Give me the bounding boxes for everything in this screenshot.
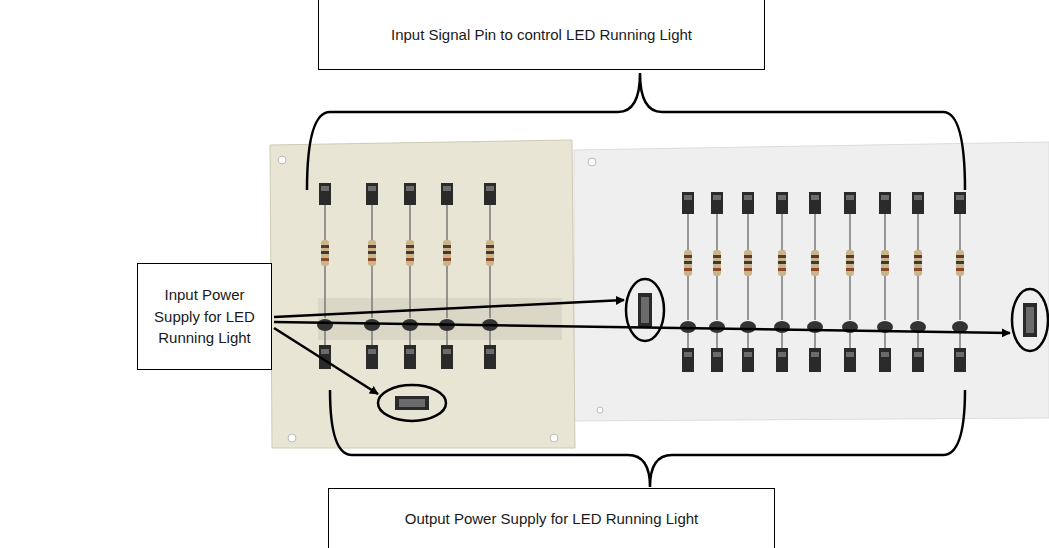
highlight-ellipse [626,279,664,341]
left-pcb-board [270,140,575,448]
power-connector-pins [399,399,425,407]
callout-text: Input Power Supply for LED Running Light [146,284,263,349]
led-channel [842,192,858,372]
highlight-ellipse [1012,289,1048,351]
led-channel [910,192,926,372]
power-connector-pins [1026,307,1034,333]
led-channel [952,192,968,372]
led-channel [877,192,893,372]
power-connector [1023,303,1037,337]
power-connector [638,293,652,327]
led-channel [807,192,823,372]
led-channel [482,183,498,369]
mount-hole [550,434,558,442]
callout-text: Input Signal Pin to control LED Running … [391,24,692,46]
leader-arrow [274,300,624,317]
mount-hole [288,434,296,442]
callout-text: Output Power Supply for LED Running Ligh… [405,508,699,530]
leader-arrow [274,322,1010,333]
led-channel [364,183,380,369]
callout-box: Input Signal Pin to control LED Running … [318,0,765,70]
led-channel [439,183,455,369]
led-channel [317,183,333,369]
led-channel [774,192,790,372]
mount-hole [278,156,286,164]
callout-box: Output Power Supply for LED Running Ligh… [328,488,775,548]
mount-hole [597,407,603,413]
led-channel [680,192,696,372]
power-connector [395,396,429,410]
curly-bracket [330,390,965,487]
power-connector-pins [641,297,649,323]
led-channel [740,192,756,372]
led-channel [402,183,418,369]
led-channel [709,192,725,372]
highlight-ellipse [378,385,446,421]
callout-box: Input Power Supply for LED Running Light [137,263,272,370]
leader-arrow [274,328,378,394]
curly-bracket [307,73,965,190]
mount-hole [588,158,596,166]
right-pcb-board [574,142,1049,421]
